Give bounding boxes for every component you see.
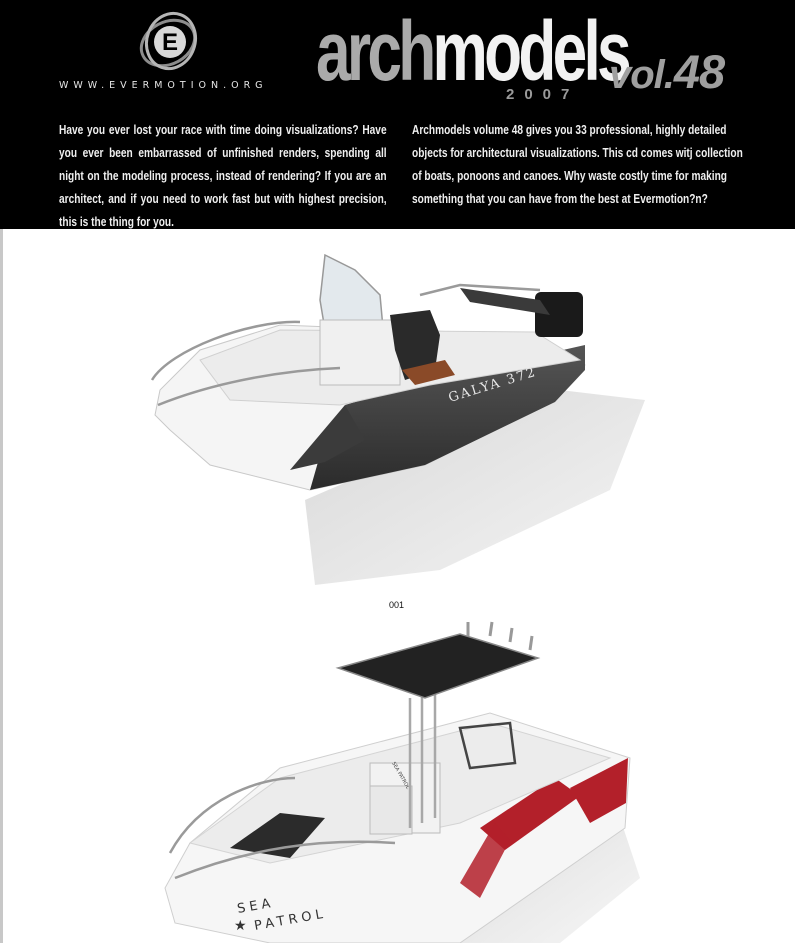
red-splash [460,823,510,898]
boat-image-sea-patrol: SEA PATROL SEA PATROL ★ [164,621,640,943]
page-left-border [0,229,3,943]
logo-letter: E [162,29,178,56]
brand-title-models: models [432,4,632,98]
hull-label-sea: SEA [236,896,275,917]
catalog-header: E WWW.EVERMOTION.ORG archmodels 2007 vol… [0,0,795,229]
helm-seat [458,721,517,770]
boat-shadow [305,390,645,585]
t-top-frame [408,693,437,828]
hull-dark-splash [290,405,365,470]
seat [390,310,440,380]
brand-year: 2007 [506,86,580,103]
product-number: 001 [389,600,405,610]
intro-paragraph-left: Have you ever lost your race with time d… [59,122,387,229]
volume-label: vol.48 [609,44,725,99]
rod-holders [466,621,534,651]
star-icon: ★ [234,918,247,934]
boat-image-galya: GALYA 372 [150,253,645,585]
bimini-roll [460,288,550,315]
red-stripe-1 [480,778,580,850]
brand-title-arch: arch [316,4,436,98]
console [319,319,401,386]
volume-prefix: vol. [609,53,675,97]
outboard-motor [535,292,583,337]
front-rail-2 [168,776,396,880]
red-stripe-2 [570,758,628,823]
volume-number: 48 [673,45,725,98]
intro-paragraph-right: Archmodels volume 48 gives you 33 profes… [412,122,743,206]
front-rail [150,320,341,407]
front-seat [230,813,325,858]
console-box [369,785,413,835]
evermotion-logo: E [139,11,198,71]
teak-deck [402,360,455,385]
brand-title: archmodels [316,4,632,98]
site-url: WWW.EVERMOTION.ORG [59,80,268,91]
hull-dark-section [310,345,585,490]
rear-rail [419,283,541,297]
t-top-canopy [335,633,541,699]
